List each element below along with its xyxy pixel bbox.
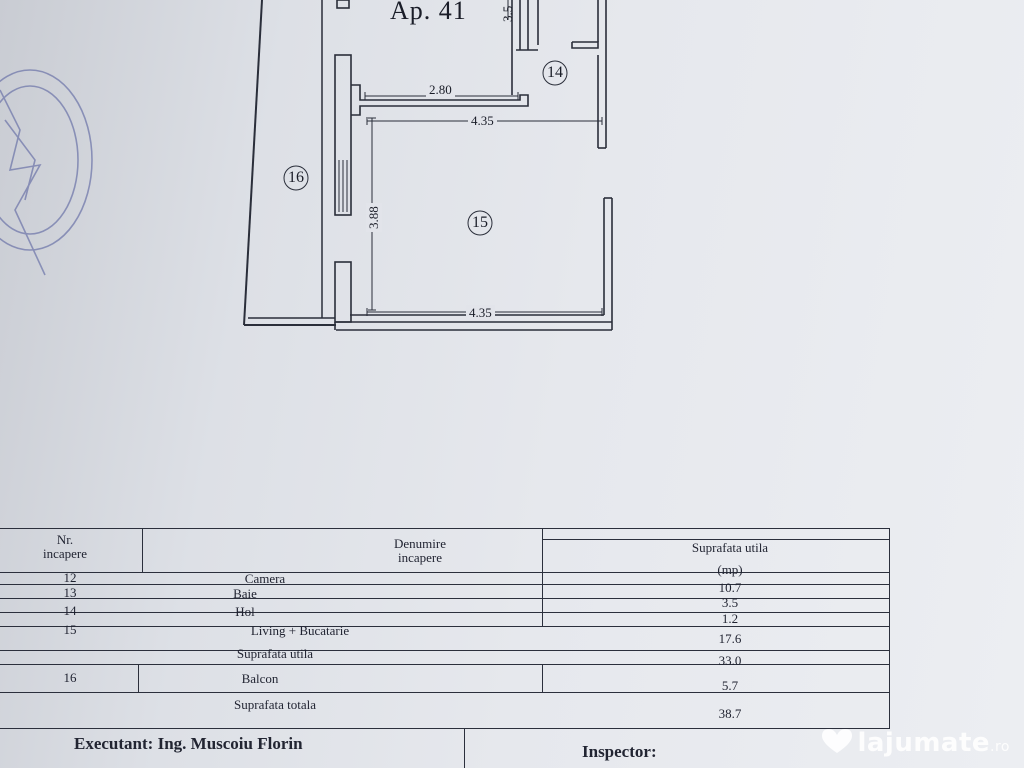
floor-plan xyxy=(0,0,613,331)
dimension-top: 3.5 xyxy=(500,5,515,22)
row-area: 1.2 xyxy=(721,611,739,626)
subtotal-value: 33.0 xyxy=(718,653,742,668)
header-nr-line1: Nr. xyxy=(56,532,74,547)
row-nr: 13 xyxy=(63,585,77,600)
row-area: 17.6 xyxy=(718,631,742,646)
row-area: 3.5 xyxy=(721,595,739,610)
room-number-hol: 14 xyxy=(547,64,563,81)
watermark-tld: .ro xyxy=(990,739,1010,755)
row-name: Baie xyxy=(233,586,257,601)
balcony-nr: 16 xyxy=(63,670,77,685)
header-suprafata-line2: (mp) xyxy=(717,562,743,577)
header-denumire-line2: incapere xyxy=(397,550,443,565)
dimension-living-height: 3.88 xyxy=(366,203,382,232)
subtotal-label: Suprafata utila xyxy=(236,646,314,661)
header-nr-line2: incapere xyxy=(42,546,88,561)
stamp-mark xyxy=(0,69,93,276)
row-name: Living + Bucatarie xyxy=(250,623,350,638)
watermark-heart-icon xyxy=(822,729,852,753)
watermark-brand: lajumate xyxy=(857,728,991,758)
dimension-living-width-top: 4.35 xyxy=(468,113,497,129)
watermark-logo: lajumate.ro xyxy=(857,728,1010,758)
balcony-name: Balcon xyxy=(241,671,279,686)
total-value: 38.7 xyxy=(718,706,742,721)
header-suprafata-line1: Suprafata utila xyxy=(691,540,769,555)
total-label: Suprafata totala xyxy=(234,697,316,712)
row-name: Hol xyxy=(235,604,255,619)
row-nr: 14 xyxy=(63,603,77,618)
header-denumire-line1: Denumire xyxy=(394,536,446,551)
inspector-label: Inspector: xyxy=(582,742,657,761)
room-number-living: 15 xyxy=(472,214,488,231)
row-nr: 12 xyxy=(63,570,77,585)
apartment-title: Ap. 41 xyxy=(390,0,467,25)
dimension-hall-width: 2.80 xyxy=(426,82,455,98)
row-nr: 15 xyxy=(63,622,77,637)
dimension-living-width-bottom: 4.35 xyxy=(466,305,495,321)
balcony-area: 5.7 xyxy=(721,678,739,693)
row-area: 10.7 xyxy=(718,580,742,595)
row-name: Camera xyxy=(244,571,286,586)
executant-label: Executant: Ing. Muscoiu Florin xyxy=(74,734,303,753)
room-number-balcon: 16 xyxy=(288,169,304,186)
